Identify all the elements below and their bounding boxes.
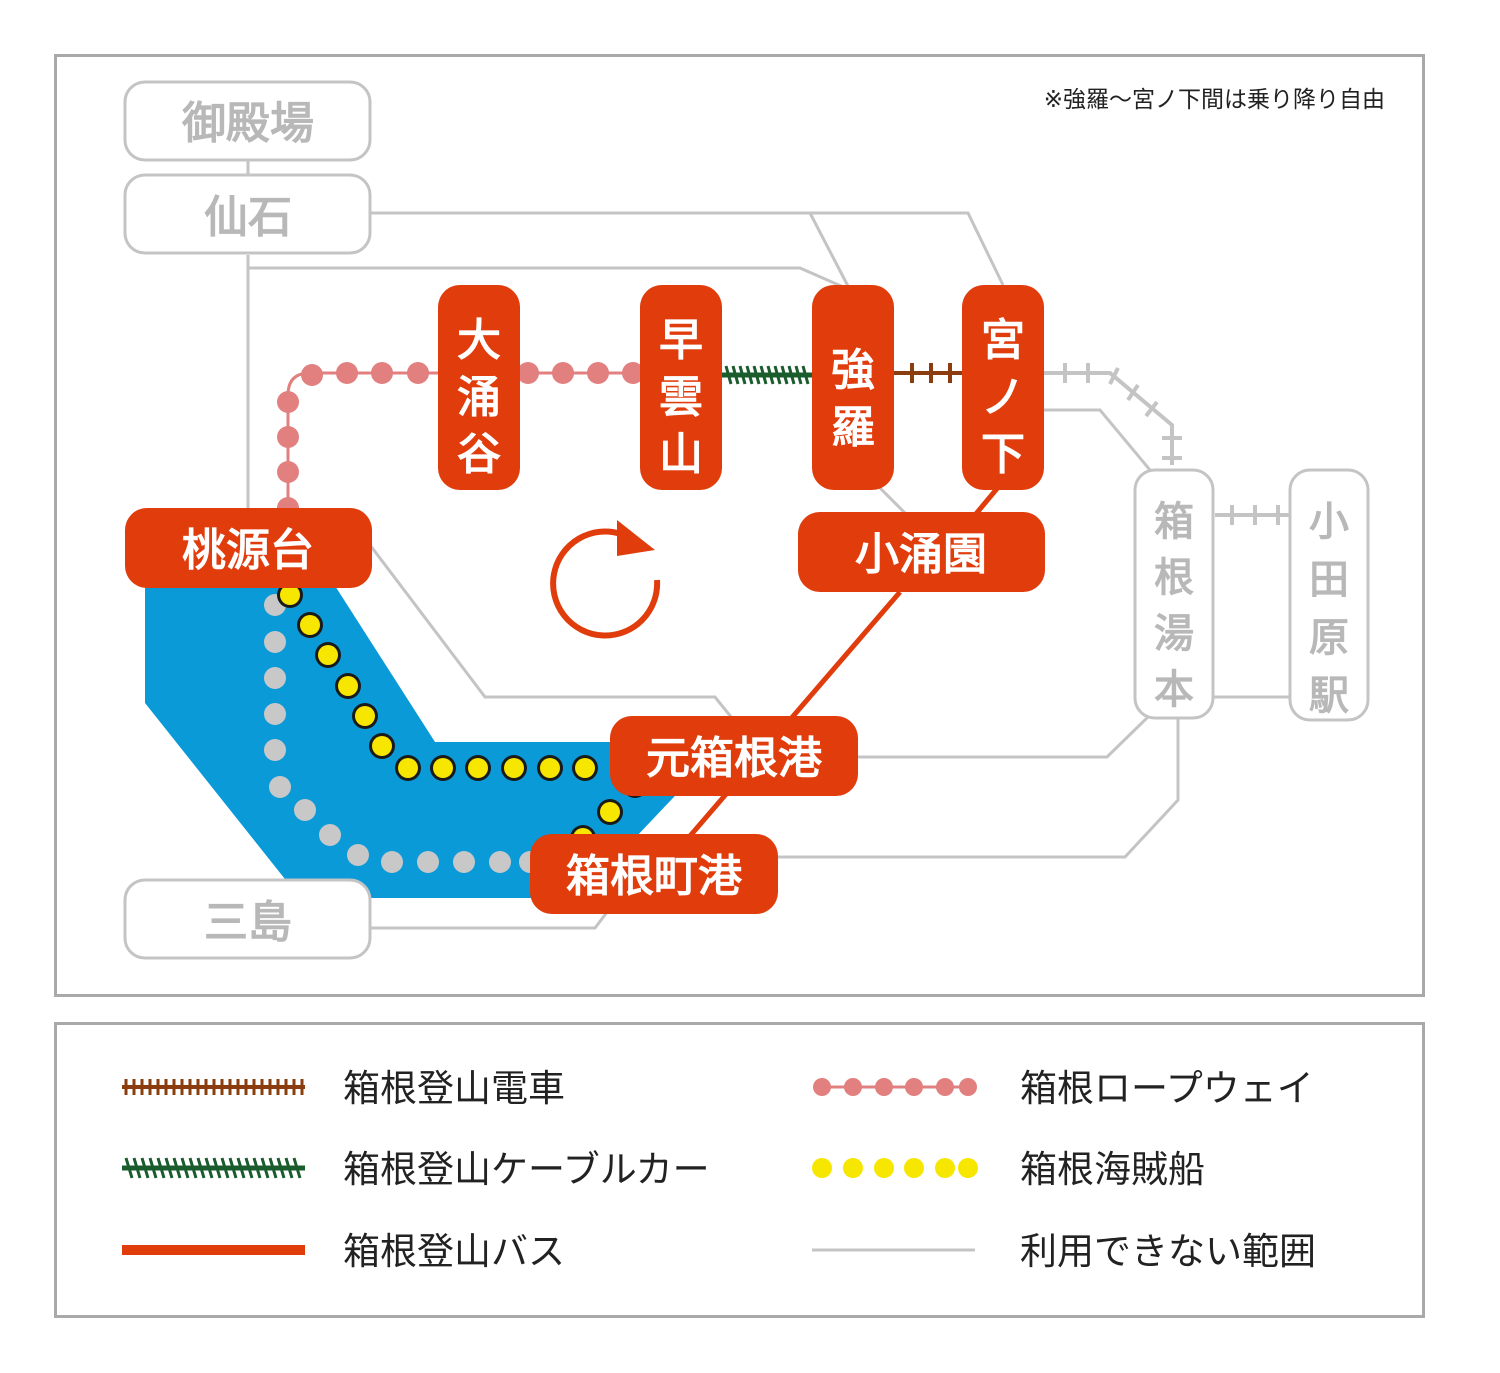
station-motohakone: 元箱根港 — [610, 716, 858, 796]
station-mishima: 三島 — [123, 878, 372, 960]
ropeway-line — [277, 362, 644, 519]
station-gotemba: 御殿場 — [123, 80, 372, 162]
ship-dot-gray — [264, 631, 286, 653]
note-text: ※強羅〜宮ノ下間は乗り降り自由 — [1044, 87, 1385, 113]
legend-cablecar: 箱根登山ケーブルカー — [122, 1148, 710, 1191]
ropeway-dot — [587, 362, 609, 384]
railway-line — [893, 363, 962, 383]
legend-ropeway: 箱根ロープウェイ — [813, 1067, 1314, 1110]
legend-ropeway-dot — [875, 1078, 893, 1096]
ship-dot-gray — [264, 703, 286, 725]
legend-ropeway-dot — [905, 1078, 923, 1096]
station-label: 箱根町港 — [566, 851, 743, 902]
legend-unavailable: 利用できない範囲 — [812, 1230, 1316, 1273]
ship-route-yellow — [277, 582, 648, 851]
station-togendai: 桃源台 — [125, 508, 372, 588]
station-label: 箱根湯本 — [1154, 499, 1194, 713]
legend-label: 利用できない範囲 — [1020, 1230, 1316, 1273]
ship-dot — [540, 758, 560, 778]
legend-railway: 箱根登山電車 — [122, 1067, 565, 1110]
ship-dot-gray — [264, 667, 286, 689]
legend-ship-dot — [935, 1158, 955, 1178]
ship-dot — [355, 706, 375, 726]
station-label: 大涌谷 — [457, 315, 501, 480]
station-odawara: 小田原駅 — [1288, 468, 1370, 722]
ship-dot-gray — [381, 851, 403, 873]
legend-ropeway-dot — [936, 1078, 954, 1096]
station-yumoto: 箱根湯本 — [1133, 468, 1215, 720]
legend-label: 箱根登山ケーブルカー — [343, 1148, 710, 1191]
station-label: 小田原駅 — [1309, 499, 1349, 719]
station-label: 三島 — [204, 897, 292, 948]
legend-ship: 箱根海賊船 — [812, 1148, 1205, 1191]
ship-dot-gray — [417, 851, 439, 873]
ship-dot-gray — [489, 851, 511, 873]
ropeway-dot — [277, 391, 299, 413]
station-sengoku: 仙石 — [123, 173, 372, 255]
legend-ropeway-dot — [959, 1078, 977, 1096]
legend-ropeway-dot — [844, 1078, 862, 1096]
ship-dot — [575, 758, 595, 778]
ship-dot — [600, 802, 620, 822]
legend-label: 箱根ロープウェイ — [1020, 1067, 1314, 1110]
ship-dot-gray — [294, 799, 316, 821]
legend-ship-dot — [812, 1158, 832, 1178]
station-label: 仙石 — [204, 192, 292, 243]
legend-label: 箱根登山電車 — [343, 1067, 565, 1110]
cablecar-line — [722, 365, 812, 385]
ropeway-dot — [407, 362, 429, 384]
ship-dot — [372, 736, 392, 756]
ropeway-dot — [622, 362, 644, 384]
legend-ropeway-dot — [813, 1078, 831, 1096]
ropeway-dot — [277, 426, 299, 448]
station-label: 早雲山 — [659, 315, 703, 480]
station-label: 小涌園 — [855, 529, 987, 580]
ship-dot — [338, 676, 358, 696]
legend-ship-dot — [904, 1158, 924, 1178]
lake-ashi — [145, 578, 690, 898]
station-label: 宮ノ下 — [981, 315, 1025, 480]
ropeway-dot — [277, 461, 299, 483]
ship-dot — [300, 615, 320, 635]
station-sounzan: 早雲山 — [640, 285, 722, 490]
legend-ship-dot — [958, 1158, 978, 1178]
legend-label: 箱根登山バス — [343, 1230, 565, 1273]
ship-dot — [318, 645, 338, 665]
ropeway-dot — [336, 362, 358, 384]
ship-dot — [504, 758, 524, 778]
ship-dot-gray — [453, 851, 475, 873]
ship-dot — [398, 758, 418, 778]
station-miyanoshita: 宮ノ下 — [962, 285, 1044, 490]
ship-dot-gray — [319, 824, 341, 846]
ship-dot — [433, 758, 453, 778]
ship-dot — [280, 585, 300, 605]
station-label: 元箱根港 — [646, 733, 823, 784]
station-label: 強羅 — [831, 345, 875, 453]
legend-bus: 箱根登山バス — [122, 1230, 565, 1273]
ropeway-dot — [552, 362, 574, 384]
unavailable-railway — [1042, 363, 1290, 525]
ship-dot-gray — [269, 776, 291, 798]
station-gora: 強羅 — [812, 285, 894, 490]
ropeway-dot — [301, 364, 323, 386]
circular-arrow-icon — [550, 520, 661, 639]
ropeway-dot — [517, 362, 539, 384]
station-kowakien: 小涌園 — [798, 512, 1045, 592]
ship-dot-gray — [347, 844, 369, 866]
station-label: 桃源台 — [182, 525, 314, 576]
ropeway-dot — [371, 362, 393, 384]
station-hakonemachi: 箱根町港 — [530, 834, 778, 914]
station-label: 御殿場 — [181, 98, 314, 149]
ship-dot — [468, 758, 488, 778]
station-owakudani: 大涌谷 — [438, 285, 520, 490]
legend-ship-dot — [874, 1158, 894, 1178]
legend-label: 箱根海賊船 — [1020, 1148, 1205, 1191]
ship-dot-gray — [264, 739, 286, 761]
legend-ship-dot — [843, 1158, 863, 1178]
